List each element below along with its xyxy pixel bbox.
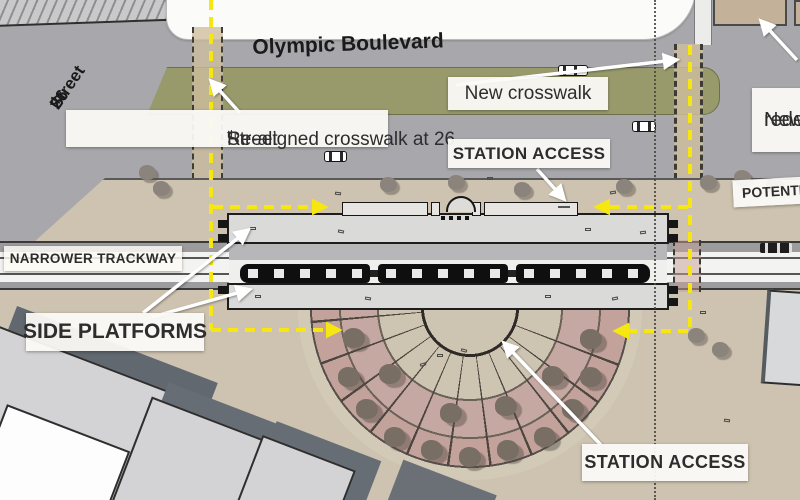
dome-leg (457, 216, 461, 220)
parcel-northeast-2 (794, 0, 800, 26)
tree (616, 179, 633, 194)
callout-side-platforms: SIDE PLATFORMS (23, 313, 207, 351)
tree (534, 427, 556, 447)
building-white-north (166, 0, 696, 40)
site-mark (255, 295, 261, 298)
site-mark (558, 206, 570, 208)
tree (153, 181, 170, 196)
callout-redevelopment: New rede (752, 88, 800, 152)
tree (580, 329, 602, 349)
redevelopment-line2: rede (764, 108, 800, 131)
trackway-west-south-edge (0, 288, 229, 290)
platform-end-block (668, 234, 678, 242)
train-windows (248, 269, 362, 278)
train-windows (524, 269, 642, 278)
potential-text: POTENTIAL (741, 181, 800, 202)
trackway-east-ballast-s (667, 282, 800, 290)
station-access-structure-east (484, 202, 578, 216)
tree (380, 177, 397, 192)
trackway-east-ballast-n (667, 243, 800, 252)
dotted-section-line (654, 0, 656, 500)
site-mark (487, 177, 493, 180)
platform-end-block (218, 234, 228, 242)
tree (379, 364, 401, 384)
parcel-northeast (713, 0, 787, 26)
callout-new-crosswalk: New crosswalk (448, 77, 608, 110)
realigned-text: Re-aligned crosswalk at 26 (227, 128, 456, 150)
access-pillar (431, 202, 440, 216)
trackway-station (229, 243, 667, 264)
callout-station-access-bottom: STATION ACCESS (582, 444, 748, 481)
site-mark (545, 295, 551, 298)
site-mark (723, 418, 731, 423)
tree (562, 399, 584, 419)
tree (700, 175, 717, 190)
platform-end-block (218, 286, 228, 294)
maintenance-railcar (760, 243, 792, 253)
realigned-suffix: Street (227, 128, 278, 150)
tree (343, 328, 365, 348)
trackway-east-south-edge (667, 288, 800, 290)
new-crosswalk-text: New crosswalk (464, 82, 592, 104)
narrower-trackway-text: NARROWER TRACKWAY (9, 250, 177, 266)
tree (440, 403, 462, 423)
tree (139, 165, 156, 180)
dome-leg (441, 216, 445, 220)
south-platform (227, 283, 669, 310)
side-platforms-text: SIDE PLATFORMS (23, 319, 207, 343)
bus (558, 65, 588, 76)
trackway-west-ballast-s (0, 282, 229, 290)
crosswalk-east (674, 44, 703, 179)
site-mark (334, 191, 342, 196)
tree (514, 182, 531, 197)
median-strip (147, 67, 720, 115)
train-coupler (508, 270, 516, 277)
tree (495, 396, 517, 416)
redevelopment-line1: New (764, 108, 800, 131)
tree (712, 342, 729, 357)
rail-west-2 (0, 273, 229, 275)
callout-station-access-top: STATION ACCESS (448, 139, 610, 168)
rail-east-2 (667, 273, 800, 275)
platform-end-block (668, 298, 678, 306)
station-access-bottom-text: STATION ACCESS (584, 452, 746, 473)
crosswalk-over-tracks-east (673, 240, 701, 292)
dome-leg (449, 216, 453, 220)
tree (338, 367, 360, 387)
station-access-structure-west (342, 202, 428, 216)
side-street-north (694, 0, 712, 45)
site-mark (700, 311, 706, 314)
train-windows (386, 269, 500, 278)
platform-end-block (668, 220, 678, 228)
crosswalk-west-26th (192, 27, 223, 179)
realigned-sup: th (227, 128, 237, 141)
train-coupler (370, 270, 378, 277)
car (632, 121, 656, 132)
train-car (378, 264, 508, 283)
station-access-top-text: STATION ACCESS (452, 143, 606, 163)
north-platform (227, 213, 669, 244)
train-car (516, 264, 650, 283)
tree (356, 399, 378, 419)
platform-end-block (668, 286, 678, 294)
tree (421, 440, 443, 460)
dome-leg (465, 216, 469, 220)
site-mark (250, 227, 256, 230)
callout-narrower-trackway: NARROWER TRACKWAY (4, 246, 182, 271)
tree (448, 175, 465, 190)
tree (497, 440, 519, 460)
tree (688, 328, 705, 343)
building-southeast (760, 289, 800, 387)
car (324, 151, 347, 162)
tree (580, 367, 602, 387)
tree (459, 447, 481, 467)
tree (542, 366, 564, 386)
site-mark (437, 354, 443, 357)
train-car (240, 264, 370, 283)
rail-east-1 (667, 257, 800, 259)
platform-end-block (218, 220, 228, 228)
tree (384, 427, 406, 447)
site-mark (585, 228, 591, 231)
